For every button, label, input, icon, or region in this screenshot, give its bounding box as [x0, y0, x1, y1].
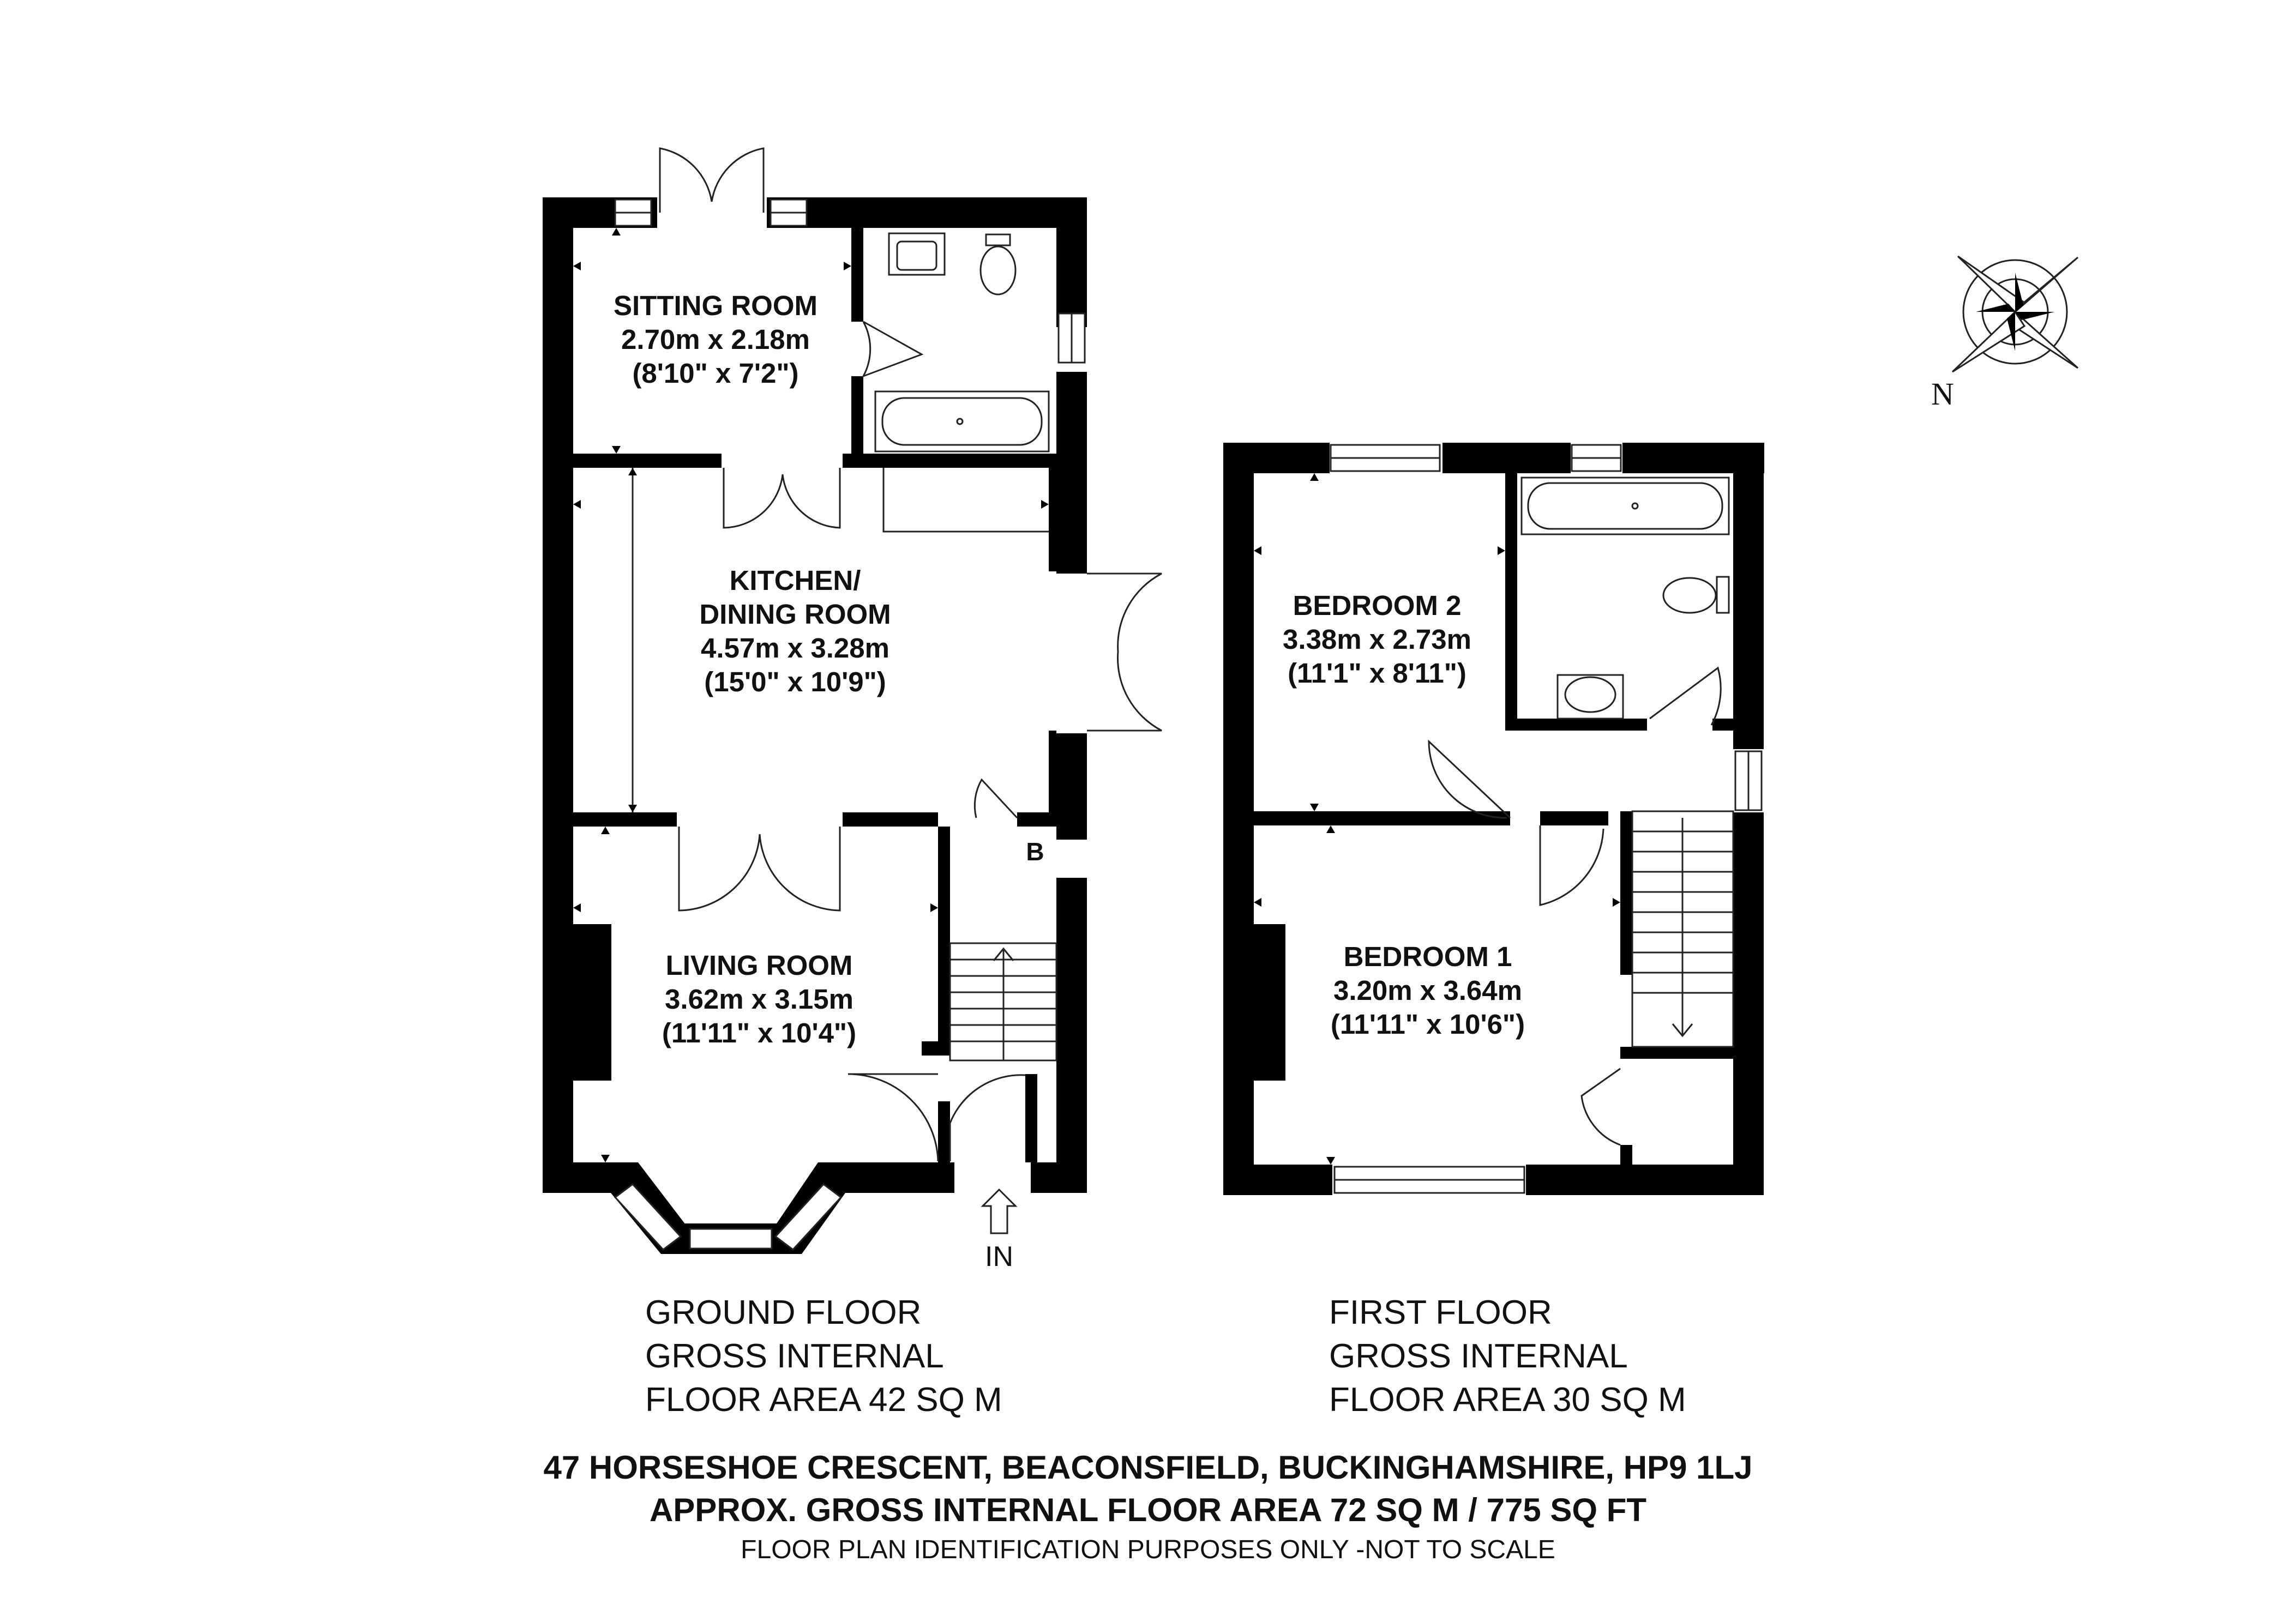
ground-floor-line3: FLOOR AREA 42 SQ M — [645, 1381, 1002, 1419]
living-room-metric: 3.62m x 3.15m — [665, 984, 854, 1015]
kitchen-imperial: (15'0" x 10'9") — [704, 666, 886, 697]
kitchen-worktop — [632, 468, 1049, 812]
ground-floor-area-caption: GROUND FLOOR GROSS INTERNAL FLOOR AREA 4… — [645, 1294, 1002, 1419]
first-floor-doors — [1428, 666, 1722, 1146]
living-room-name: LIVING ROOM — [666, 950, 853, 981]
dimension-ticks — [573, 228, 1049, 1162]
bay-window — [611, 1162, 845, 1254]
bedroom-1-label: BEDROOM 1 3.20m x 3.64m (11'11" x 10'6") — [1331, 941, 1525, 1040]
ground-floor-line2: GROSS INTERNAL — [645, 1337, 944, 1375]
north-label: N — [1931, 376, 1954, 412]
bedroom-1-imperial: (11'11" x 10'6") — [1331, 1009, 1525, 1040]
ground-floor-plan — [543, 147, 1162, 1254]
kitchen-name-line2: DINING ROOM — [699, 599, 891, 630]
bedroom-2-label: BEDROOM 2 3.38m x 2.73m (11'1" x 8'11") — [1283, 590, 1471, 689]
entrance-label: IN — [985, 1241, 1013, 1273]
ground-floor-doors — [678, 321, 1162, 1162]
sitting-room-label: SITTING ROOM 2.70m x 2.18m (8'10" x 7'2"… — [614, 290, 818, 389]
kitchen-label: KITCHEN/ DINING ROOM 4.57m x 3.28m (15'0… — [699, 565, 891, 697]
total-floor-area: APPROX. GROSS INTERNAL FLOOR AREA 72 SQ … — [650, 1492, 1646, 1528]
sitting-room-french-doors — [659, 147, 765, 213]
bedroom-1-metric: 3.20m x 3.64m — [1333, 975, 1522, 1006]
first-floor-line2: GROSS INTERNAL — [1329, 1337, 1628, 1375]
kitchen-name-line1: KITCHEN/ — [730, 565, 861, 596]
bedroom-2-imperial: (11'1" x 8'11") — [1288, 658, 1466, 689]
footer: 47 HORSESHOE CRESCENT, BEACONSFIELD, BUC… — [543, 1449, 1752, 1564]
first-floor-walls — [1223, 443, 1764, 1195]
first-floor-area-caption: FIRST FLOOR GROSS INTERNAL FLOOR AREA 30… — [1329, 1294, 1686, 1419]
sitting-room-imperial: (8'10" x 7'2") — [632, 358, 798, 389]
living-room-label: LIVING ROOM 3.62m x 3.15m (11'11" x 10'4… — [662, 950, 856, 1048]
bedroom-1-name: BEDROOM 1 — [1344, 941, 1512, 972]
property-address: 47 HORSESHOE CRESCENT, BEACONSFIELD, BUC… — [543, 1449, 1752, 1486]
ground-floor-line1: GROUND FLOOR — [645, 1294, 921, 1331]
disclaimer: FLOOR PLAN IDENTIFICATION PURPOSES ONLY … — [741, 1535, 1555, 1564]
entrance-arrow-icon — [981, 1188, 1018, 1234]
bedroom-2-metric: 3.38m x 2.73m — [1283, 624, 1471, 655]
first-floor-windows — [1330, 444, 1763, 1194]
first-floor-plan — [1223, 443, 1764, 1195]
bedroom-2-name: BEDROOM 2 — [1293, 590, 1462, 621]
sitting-room-name: SITTING ROOM — [614, 290, 818, 321]
first-floor-bathroom-fixtures — [1520, 477, 1730, 720]
kitchen-metric: 4.57m x 3.28m — [701, 632, 889, 664]
ground-floor-bathroom-fixtures — [874, 232, 1050, 453]
compass-rose-icon — [1951, 255, 2079, 373]
ground-floor-stairs — [949, 942, 1057, 1062]
first-floor-line3: FLOOR AREA 30 SQ M — [1329, 1381, 1686, 1419]
ground-floor-walls — [543, 197, 1087, 1193]
first-floor-stairs — [1631, 810, 1734, 1048]
sitting-room-metric: 2.70m x 2.18m — [621, 324, 810, 355]
first-floor-line1: FIRST FLOOR — [1329, 1294, 1552, 1331]
living-room-imperial: (11'11" x 10'4") — [662, 1017, 856, 1048]
boiler-marker: B — [1026, 837, 1044, 866]
ground-floor-windows — [614, 198, 1086, 364]
first-floor-dimension-ticks — [1254, 473, 1620, 1165]
